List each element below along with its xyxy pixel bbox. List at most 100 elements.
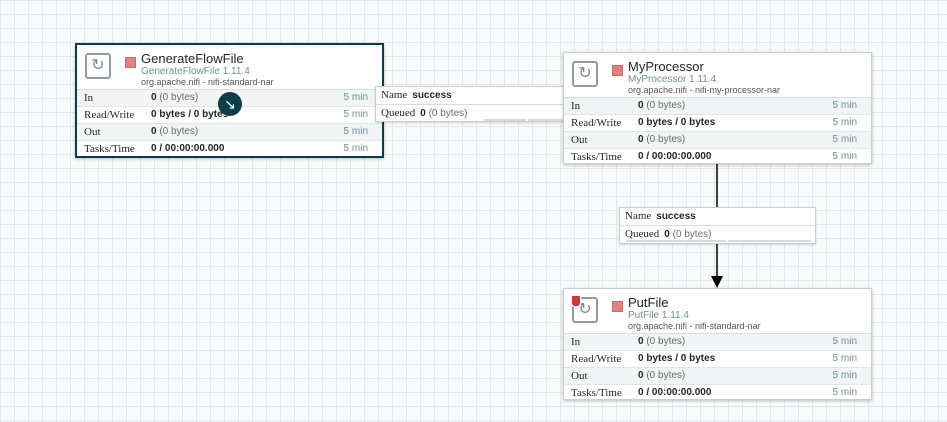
stat-row-out: Out 0 (0 bytes) 5 min	[564, 132, 871, 149]
queue-bar-right	[728, 240, 811, 242]
stat-row-read-write: Read/Write 0 bytes / 0 bytes 5 min	[564, 115, 871, 132]
stat-time: 5 min	[832, 353, 857, 364]
connection-queued: 0 (0 bytes)	[420, 108, 467, 119]
connection-name-row: Name success	[376, 87, 570, 104]
stat-row-out: Out 0 (0 bytes) 5 min	[77, 124, 382, 141]
connection-queued-row: Queued 0 (0 bytes)	[376, 104, 570, 122]
stat-time: 5 min	[343, 126, 368, 137]
stat-count: 0	[638, 370, 644, 381]
processor-bundle: org.apache.nifi - nifi-standard-nar	[141, 77, 274, 87]
queue-bar-left	[626, 240, 726, 242]
stat-time: 5 min	[832, 134, 857, 145]
stat-time: 5 min	[343, 109, 368, 120]
stat-label: In	[571, 336, 581, 348]
stat-time: 5 min	[832, 387, 857, 398]
stat-value: 0 (0 bytes)	[638, 368, 685, 384]
stop-square-icon	[125, 57, 136, 68]
stat-count: 0 bytes / 0 bytes	[638, 353, 716, 364]
connection-queued-row: Queued 0 (0 bytes)	[620, 225, 815, 243]
stat-value: 0 / 00:00:00.000	[638, 149, 711, 165]
processor-header: ↻ GenerateFlowFile GenerateFlowFile 1.11…	[77, 45, 382, 89]
stat-label: Tasks/Time	[571, 151, 622, 163]
arrow-icon[interactable]: ↘	[218, 92, 242, 116]
connection-name-row: Name success	[620, 208, 815, 225]
connection-name: success	[412, 90, 452, 101]
queued-detail: (0 bytes)	[672, 229, 712, 240]
stat-value: 0 (0 bytes)	[638, 334, 685, 350]
refresh-icon: ↻	[571, 295, 598, 323]
processor-name: PutFile	[628, 295, 669, 310]
connection-queued-key: Queued	[625, 228, 660, 240]
connection-name-key: Name	[381, 89, 408, 101]
stat-time: 5 min	[832, 117, 857, 128]
stat-time: 5 min	[832, 151, 857, 162]
stat-count: 0 / 00:00:00.000	[638, 151, 712, 162]
stat-value: 0 / 00:00:00.000	[638, 385, 711, 401]
processor-name: GenerateFlowFile	[141, 51, 244, 66]
processor-type: GenerateFlowFile 1.11.4	[141, 66, 250, 77]
queue-bar-right	[528, 119, 568, 121]
processor-name: MyProcessor	[628, 59, 704, 74]
stop-square-icon	[612, 65, 623, 76]
stat-count: 0 / 00:00:00.000	[151, 143, 225, 154]
stat-label: In	[84, 92, 94, 104]
stat-value: 0 (0 bytes)	[638, 132, 685, 148]
stat-value: 0 / 00:00:00.000	[151, 141, 224, 157]
stat-label: Out	[84, 126, 101, 138]
processor-bundle: org.apache.nifi - nifi-my-processor-nar	[628, 85, 781, 95]
stat-detail: (0 bytes)	[646, 134, 686, 145]
stat-value: 0 (0 bytes)	[151, 124, 198, 140]
stat-time: 5 min	[832, 336, 857, 347]
stat-time: 5 min	[343, 143, 368, 154]
stat-row-read-write: Read/Write 0 bytes / 0 bytes 5 min	[564, 351, 871, 368]
stat-row-in: In 0 (0 bytes) 5 min	[564, 98, 871, 115]
stat-count: 0 / 00:00:00.000	[638, 387, 712, 398]
stat-value: 0 bytes / 0 bytes	[151, 107, 228, 123]
stat-value: 0 bytes / 0 bytes	[638, 115, 715, 131]
processor-header: ↻ PutFile PutFile 1.11.4 org.apache.nifi…	[564, 289, 871, 333]
stat-row-in: In 0 (0 bytes) 5 min	[564, 334, 871, 351]
stat-label: Read/Write	[571, 117, 622, 129]
stat-time: 5 min	[832, 100, 857, 111]
stat-row-out: Out 0 (0 bytes) 5 min	[564, 368, 871, 385]
stat-detail: (0 bytes)	[646, 336, 686, 347]
stat-value: 0 (0 bytes)	[151, 90, 198, 106]
shield-icon	[571, 295, 581, 307]
stat-value: 0 bytes / 0 bytes	[638, 351, 715, 367]
connection-name-key: Name	[625, 210, 652, 222]
connection-label-1[interactable]: Name success Queued 0 (0 bytes)	[375, 86, 571, 122]
stop-square-icon	[612, 301, 623, 312]
connection-queued-key: Queued	[381, 107, 416, 119]
stat-count: 0	[638, 336, 644, 347]
stat-row-tasks: Tasks/Time 0 / 00:00:00.000 5 min	[77, 141, 382, 157]
stat-label: Tasks/Time	[84, 143, 135, 155]
stat-row-read-write: Read/Write 0 bytes / 0 bytes 5 min	[77, 107, 382, 124]
stat-row-tasks: Tasks/Time 0 / 00:00:00.000 5 min	[564, 385, 871, 401]
queue-bar-left	[484, 119, 526, 121]
stat-label: Tasks/Time	[571, 387, 622, 399]
connection-name: success	[656, 211, 696, 222]
stat-time: 5 min	[832, 370, 857, 381]
processor-bundle: org.apache.nifi - nifi-standard-nar	[628, 321, 761, 331]
connection-label-2[interactable]: Name success Queued 0 (0 bytes)	[619, 207, 816, 244]
refresh-icon: ↻	[85, 53, 111, 79]
queued-count: 0	[664, 229, 670, 240]
stat-label: Out	[571, 134, 588, 146]
stat-detail: (0 bytes)	[646, 100, 686, 111]
stat-detail: (0 bytes)	[159, 92, 199, 103]
queued-count: 0	[420, 108, 426, 119]
stat-count: 0 bytes / 0 bytes	[638, 117, 716, 128]
stat-count: 0	[151, 92, 157, 103]
stat-row-tasks: Tasks/Time 0 / 00:00:00.000 5 min	[564, 149, 871, 165]
processor-putfile[interactable]: ↻ PutFile PutFile 1.11.4 org.apache.nifi…	[563, 288, 872, 400]
queued-detail: (0 bytes)	[428, 108, 468, 119]
processor-myprocessor[interactable]: ↻ MyProcessor MyProcessor 1.11.4 org.apa…	[563, 52, 872, 164]
stat-value: 0 (0 bytes)	[638, 98, 685, 114]
processor-type: MyProcessor 1.11.4	[628, 74, 717, 85]
stat-detail: (0 bytes)	[159, 126, 199, 137]
stat-count: 0	[638, 134, 644, 145]
stat-detail: (0 bytes)	[646, 370, 686, 381]
connection-queued: 0 (0 bytes)	[664, 229, 711, 240]
stat-label: Read/Write	[571, 353, 622, 365]
